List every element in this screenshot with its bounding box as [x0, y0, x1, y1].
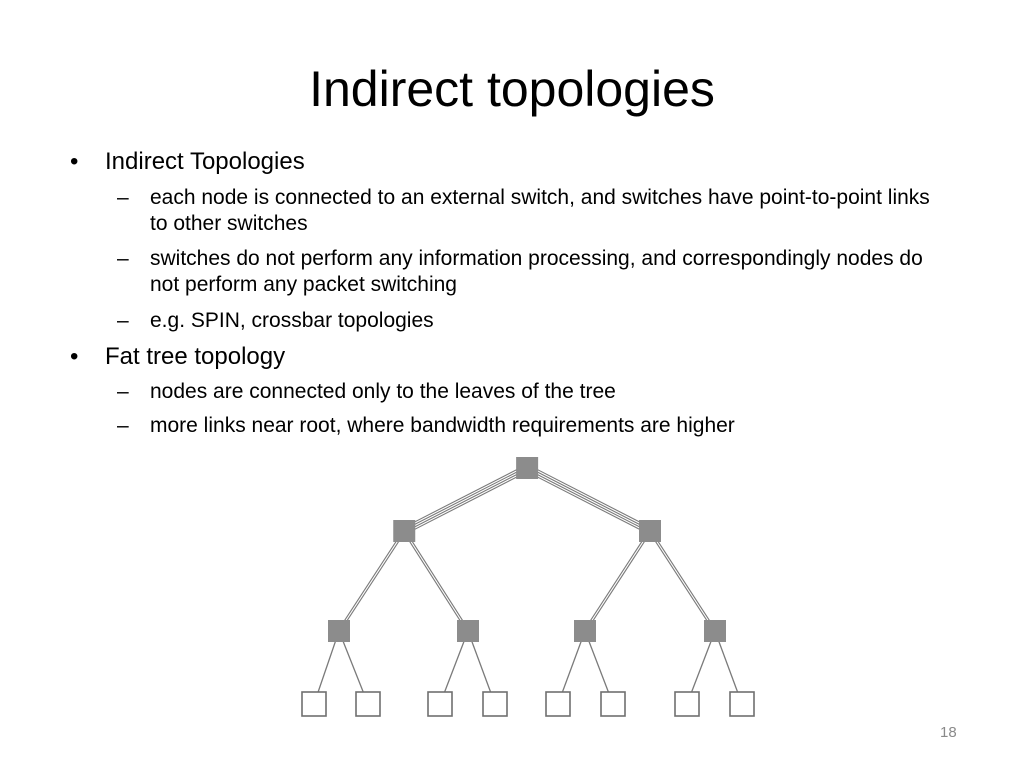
- tree-link: [650, 530, 717, 631]
- bullet-text: Fat tree topology: [105, 343, 286, 370]
- switch-box: [393, 520, 416, 542]
- slide-title: Indirect topologies: [309, 61, 715, 117]
- node-box: [301, 691, 327, 717]
- fat-tree-diagram: [301, 457, 755, 717]
- node-box: [545, 691, 571, 717]
- tree-link: [585, 531, 652, 632]
- tree-link: [405, 470, 529, 535]
- dash-marker: –: [117, 186, 129, 209]
- sub-bullet-text: e.g. SPIN, crossbar topologies: [150, 309, 434, 332]
- root-switch-box: [516, 457, 539, 479]
- sub-bullet-text: switches do not perform any information …: [150, 247, 923, 296]
- switch-box: [574, 620, 596, 642]
- switch-box: [704, 620, 726, 642]
- tree-link: [402, 464, 526, 529]
- dash-marker: –: [117, 380, 129, 403]
- bullet-text: Indirect Topologies: [105, 148, 305, 175]
- dash-marker: –: [117, 414, 129, 437]
- node-box: [482, 691, 508, 717]
- tree-link: [583, 530, 650, 631]
- tree-link: [339, 531, 406, 632]
- tree-link: [404, 468, 528, 533]
- tree-link: [337, 530, 404, 631]
- node-box: [355, 691, 381, 717]
- switch-box: [639, 520, 661, 542]
- dash-marker: –: [117, 309, 129, 332]
- tree-link: [525, 470, 649, 535]
- node-box: [729, 691, 755, 717]
- tree-link: [402, 531, 468, 632]
- sub-bullet-text: each node is connected to an external sw…: [150, 186, 930, 235]
- switch-box: [457, 620, 479, 642]
- dash-marker: –: [117, 247, 129, 270]
- tree-link: [403, 466, 527, 531]
- tree-link: [526, 468, 650, 533]
- bullet-marker: •: [70, 148, 79, 175]
- node-box: [427, 691, 453, 717]
- links: [313, 464, 743, 705]
- tree-link: [527, 466, 651, 531]
- sub-bullet-text: nodes are connected only to the leaves o…: [150, 380, 616, 403]
- node-box: [600, 691, 626, 717]
- tree-link: [404, 530, 470, 631]
- tree-link: [648, 531, 715, 632]
- sub-bullet-text: more links near root, where bandwidth re…: [150, 414, 735, 437]
- page-number: 18: [940, 724, 957, 741]
- tree-link: [528, 464, 652, 529]
- switch-box: [328, 620, 350, 642]
- node-box: [674, 691, 700, 717]
- bullet-marker: •: [70, 343, 79, 370]
